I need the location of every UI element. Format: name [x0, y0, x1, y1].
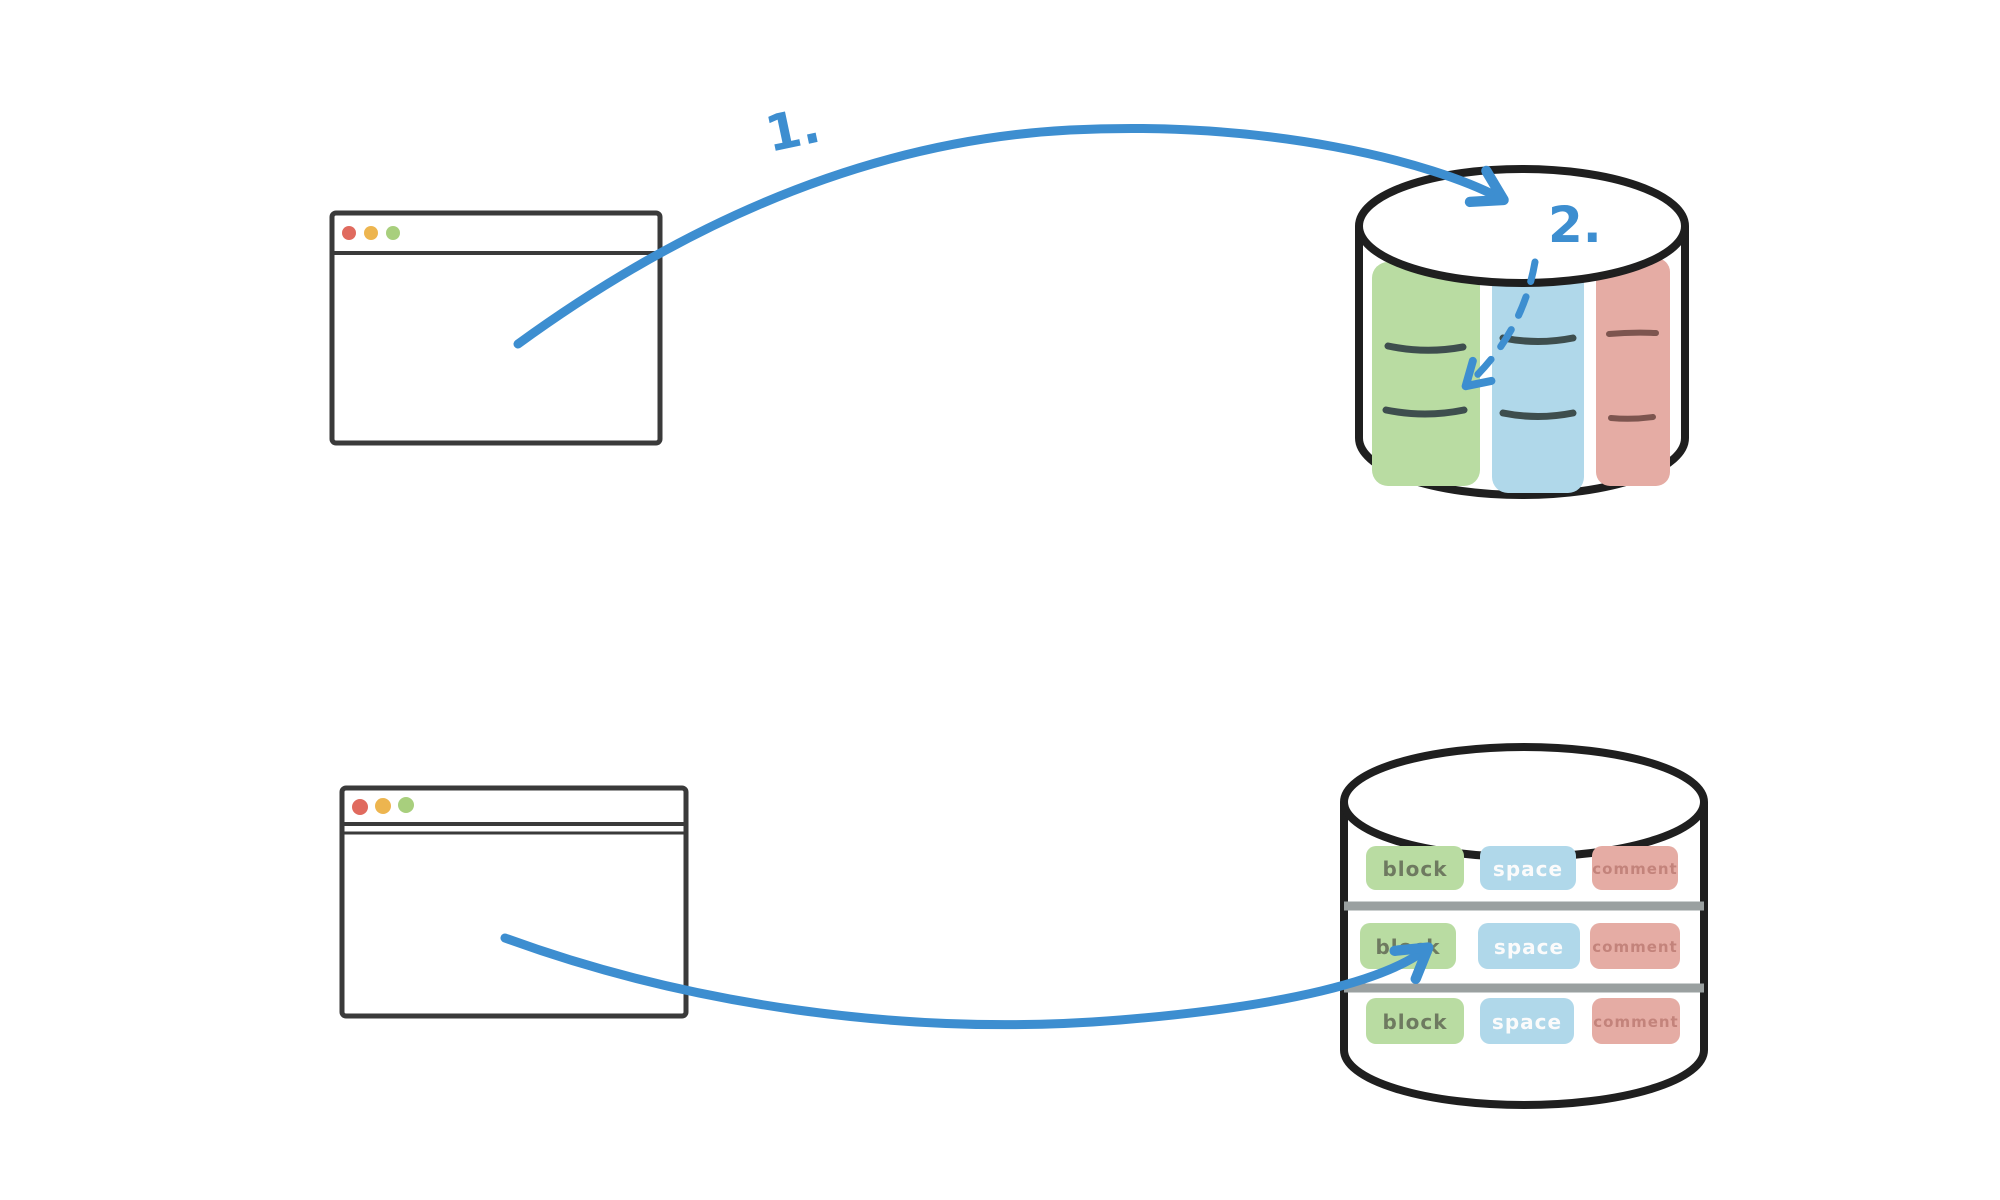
step1-label: 1.	[760, 96, 825, 164]
chip-block-label: block	[1382, 1010, 1447, 1034]
cylinder-top	[1355, 165, 1689, 287]
chip-comment-label: comment	[1592, 860, 1677, 878]
record-dash	[1499, 334, 1577, 345]
step1-arrow	[513, 124, 1509, 349]
step2-dashed-arrow	[1461, 258, 1539, 391]
chip-space-label: space	[1492, 1010, 1562, 1034]
chip-block-label: block	[1382, 857, 1447, 881]
window-frame	[329, 210, 663, 446]
window-dot-red-icon	[342, 226, 356, 240]
chip-space-bg	[1478, 923, 1580, 969]
db-column-green	[1372, 262, 1480, 486]
chip-block-bg	[1366, 846, 1464, 890]
chip-block-label: block	[1375, 935, 1440, 959]
bottom-browser-window	[339, 785, 689, 1019]
step2-label: 2.	[1548, 196, 1602, 254]
top-browser-window	[329, 210, 663, 446]
db-column-pink	[1596, 258, 1670, 486]
db-row: block space comment	[1366, 998, 1680, 1044]
chip-comment-bg	[1592, 846, 1678, 890]
chip-space-bg	[1480, 998, 1574, 1044]
window-frame	[339, 785, 689, 1019]
chip-block-bg	[1366, 998, 1464, 1044]
record-dash	[1382, 406, 1468, 418]
chip-space-label: space	[1494, 935, 1564, 959]
window-dot-green-icon	[398, 797, 414, 813]
bottom-arrow	[500, 933, 1434, 1030]
chip-comment-label: comment	[1592, 938, 1677, 956]
chip-space-bg	[1480, 846, 1576, 890]
record-dash	[1606, 329, 1659, 337]
chip-comment-bg	[1590, 923, 1680, 969]
window-dot-red-icon	[352, 799, 368, 815]
window-dot-green-icon	[386, 226, 400, 240]
window-dot-yellow-icon	[375, 798, 391, 814]
window-dot-yellow-icon	[364, 226, 378, 240]
top-database-cylinder	[1355, 165, 1689, 499]
db-column-blue	[1492, 255, 1584, 493]
chip-space-label: space	[1493, 857, 1563, 881]
record-dash	[1499, 409, 1577, 420]
cylinder-top	[1340, 743, 1708, 861]
chip-comment-label: comment	[1593, 1013, 1678, 1031]
record-dash	[1384, 342, 1467, 354]
chip-comment-bg	[1592, 998, 1680, 1044]
bottom-database-cylinder: block space comment block space comment …	[1340, 743, 1708, 1109]
db-row: block space comment	[1366, 846, 1678, 890]
record-dash	[1608, 414, 1656, 422]
